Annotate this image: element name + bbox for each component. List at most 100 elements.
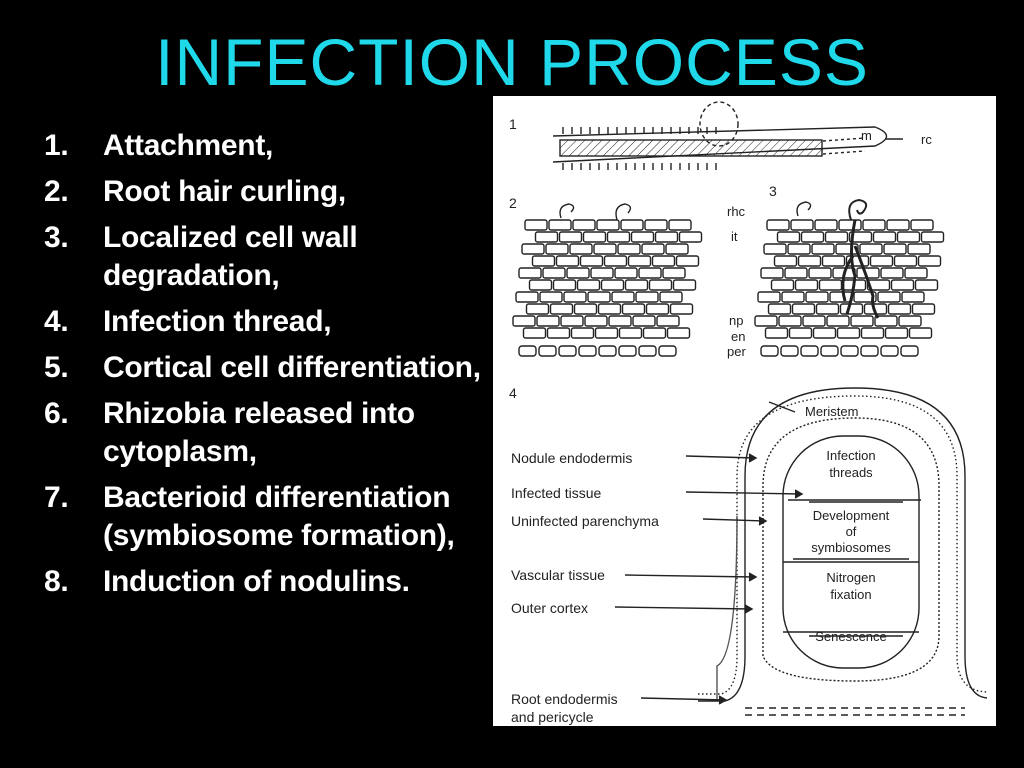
cortex-cell [549, 303, 574, 315]
senescence-zone-label: Senescence [815, 629, 887, 644]
infected-tissue-label: Infected tissue [511, 485, 601, 501]
infection-step-4: 4.Infection thread, [44, 303, 504, 341]
cortex-cell [555, 255, 580, 267]
cortex-cell [659, 291, 683, 303]
cortex-cell [812, 327, 837, 339]
infection-step-1: 1. Attachment, [44, 127, 504, 165]
step-text: Rhizobia released into cytoplasm, [103, 397, 415, 468]
cortex-cell [914, 279, 939, 291]
uninfected-parenchyma-label: Uninfected parenchyma [511, 513, 659, 529]
outer-cortex-label: Outer cortex [511, 600, 588, 616]
cortex-cell [893, 255, 918, 267]
cortex-cell [596, 219, 620, 231]
step-text: Induction of nodulins. [103, 565, 410, 598]
cortex-cell [515, 291, 539, 303]
cortex-cell [773, 255, 798, 267]
cortex-cell [890, 279, 915, 291]
cortex-cell [776, 231, 801, 243]
root-endodermis-label: Root endodermis [511, 691, 618, 707]
cortex-cell [896, 231, 921, 243]
cortex-cell [920, 231, 945, 243]
cortex-cell [826, 315, 850, 327]
cortex-cell [594, 327, 619, 339]
cortex-cell [884, 327, 909, 339]
cortex-cell [770, 279, 795, 291]
endodermis-cell [518, 345, 537, 357]
cortex-cell [880, 267, 904, 279]
step-text: Bacterioid differentiation (symbiosome f… [103, 481, 455, 552]
infection-step-3: 3.Localized cell wall degradation, [44, 219, 504, 295]
meristem-zone-label: Meristem [805, 404, 858, 419]
cortex-cell [558, 231, 583, 243]
cortex-cell [802, 315, 826, 327]
curled-root-hair [848, 198, 868, 221]
slide-title: INFECTION PROCESS [155, 25, 869, 99]
step-number: 1. [44, 129, 69, 162]
cortex-cell [815, 303, 840, 315]
cortex-cell [901, 291, 925, 303]
panel-4-label: 4 [509, 385, 517, 401]
cortex-cell [907, 243, 931, 255]
cortex-cell [811, 243, 835, 255]
cortex-cell [606, 231, 631, 243]
cortex-cell [839, 303, 864, 315]
cortex-cell [548, 219, 572, 231]
cortex-cell [784, 267, 808, 279]
development-zone-label-2: of [846, 524, 857, 539]
cortex-cell [618, 327, 643, 339]
cortex-cell [821, 255, 846, 267]
step-number: 8. [44, 565, 69, 598]
cortex-cell [908, 327, 933, 339]
cortex-cell [539, 291, 563, 303]
cortex-cell [617, 243, 641, 255]
cortex-cell [898, 315, 922, 327]
cortex-cell [582, 231, 607, 243]
cortex-cell [584, 315, 608, 327]
cortex-cell [641, 243, 665, 255]
endodermis-cell [638, 345, 657, 357]
cortex-cell [521, 243, 545, 255]
cortex-cell [835, 243, 859, 255]
step-number: 5. [44, 351, 69, 384]
cortex-cell [621, 303, 646, 315]
cortex-cell [528, 279, 553, 291]
cortex-cell [850, 315, 874, 327]
panel-2-label: 2 [509, 195, 517, 211]
cortex-cell [917, 255, 942, 267]
cortex-cell [862, 219, 886, 231]
cortex-cell [860, 327, 885, 339]
cortex-cell [781, 291, 805, 303]
endodermis-cell [880, 345, 899, 357]
cortex-cell [620, 219, 644, 231]
cortex-cell [624, 279, 649, 291]
endodermis-cell [900, 345, 919, 357]
root-tip-drawing [552, 101, 903, 170]
cortex-cell [672, 279, 697, 291]
cortex-cell [764, 327, 789, 339]
cortex-cell [531, 255, 556, 267]
infection-step-7: 7.Bacterioid differentiation (symbiosome… [44, 479, 504, 555]
cortex-cell [678, 231, 703, 243]
cortex-cell [791, 303, 816, 315]
endodermis-cell [658, 345, 677, 357]
infection-zone-label-2: threads [829, 465, 873, 480]
cortex-cell [886, 219, 910, 231]
cortex-cell [872, 231, 897, 243]
root-hair [615, 203, 632, 221]
root-hair [559, 203, 575, 219]
infection-step-6: 6.Rhizobia released into cytoplasm, [44, 395, 504, 471]
cortex-cell [545, 243, 569, 255]
step-text: Attachment, [103, 129, 274, 162]
en-label: en [731, 329, 745, 344]
cortex-cell [866, 279, 891, 291]
cortex-cell [644, 219, 668, 231]
cortex-cell [600, 279, 625, 291]
cortex-cell [522, 327, 547, 339]
infection-step-8: 8. Induction of nodulins. [44, 563, 504, 601]
development-zone-label-3: symbiosomes [811, 540, 891, 555]
cortex-cell [887, 303, 912, 315]
cortex-cell [859, 243, 883, 255]
vascular-tissue-label: Vascular tissue [511, 567, 605, 583]
cortex-cell [525, 303, 550, 315]
cortex-cell [656, 315, 680, 327]
